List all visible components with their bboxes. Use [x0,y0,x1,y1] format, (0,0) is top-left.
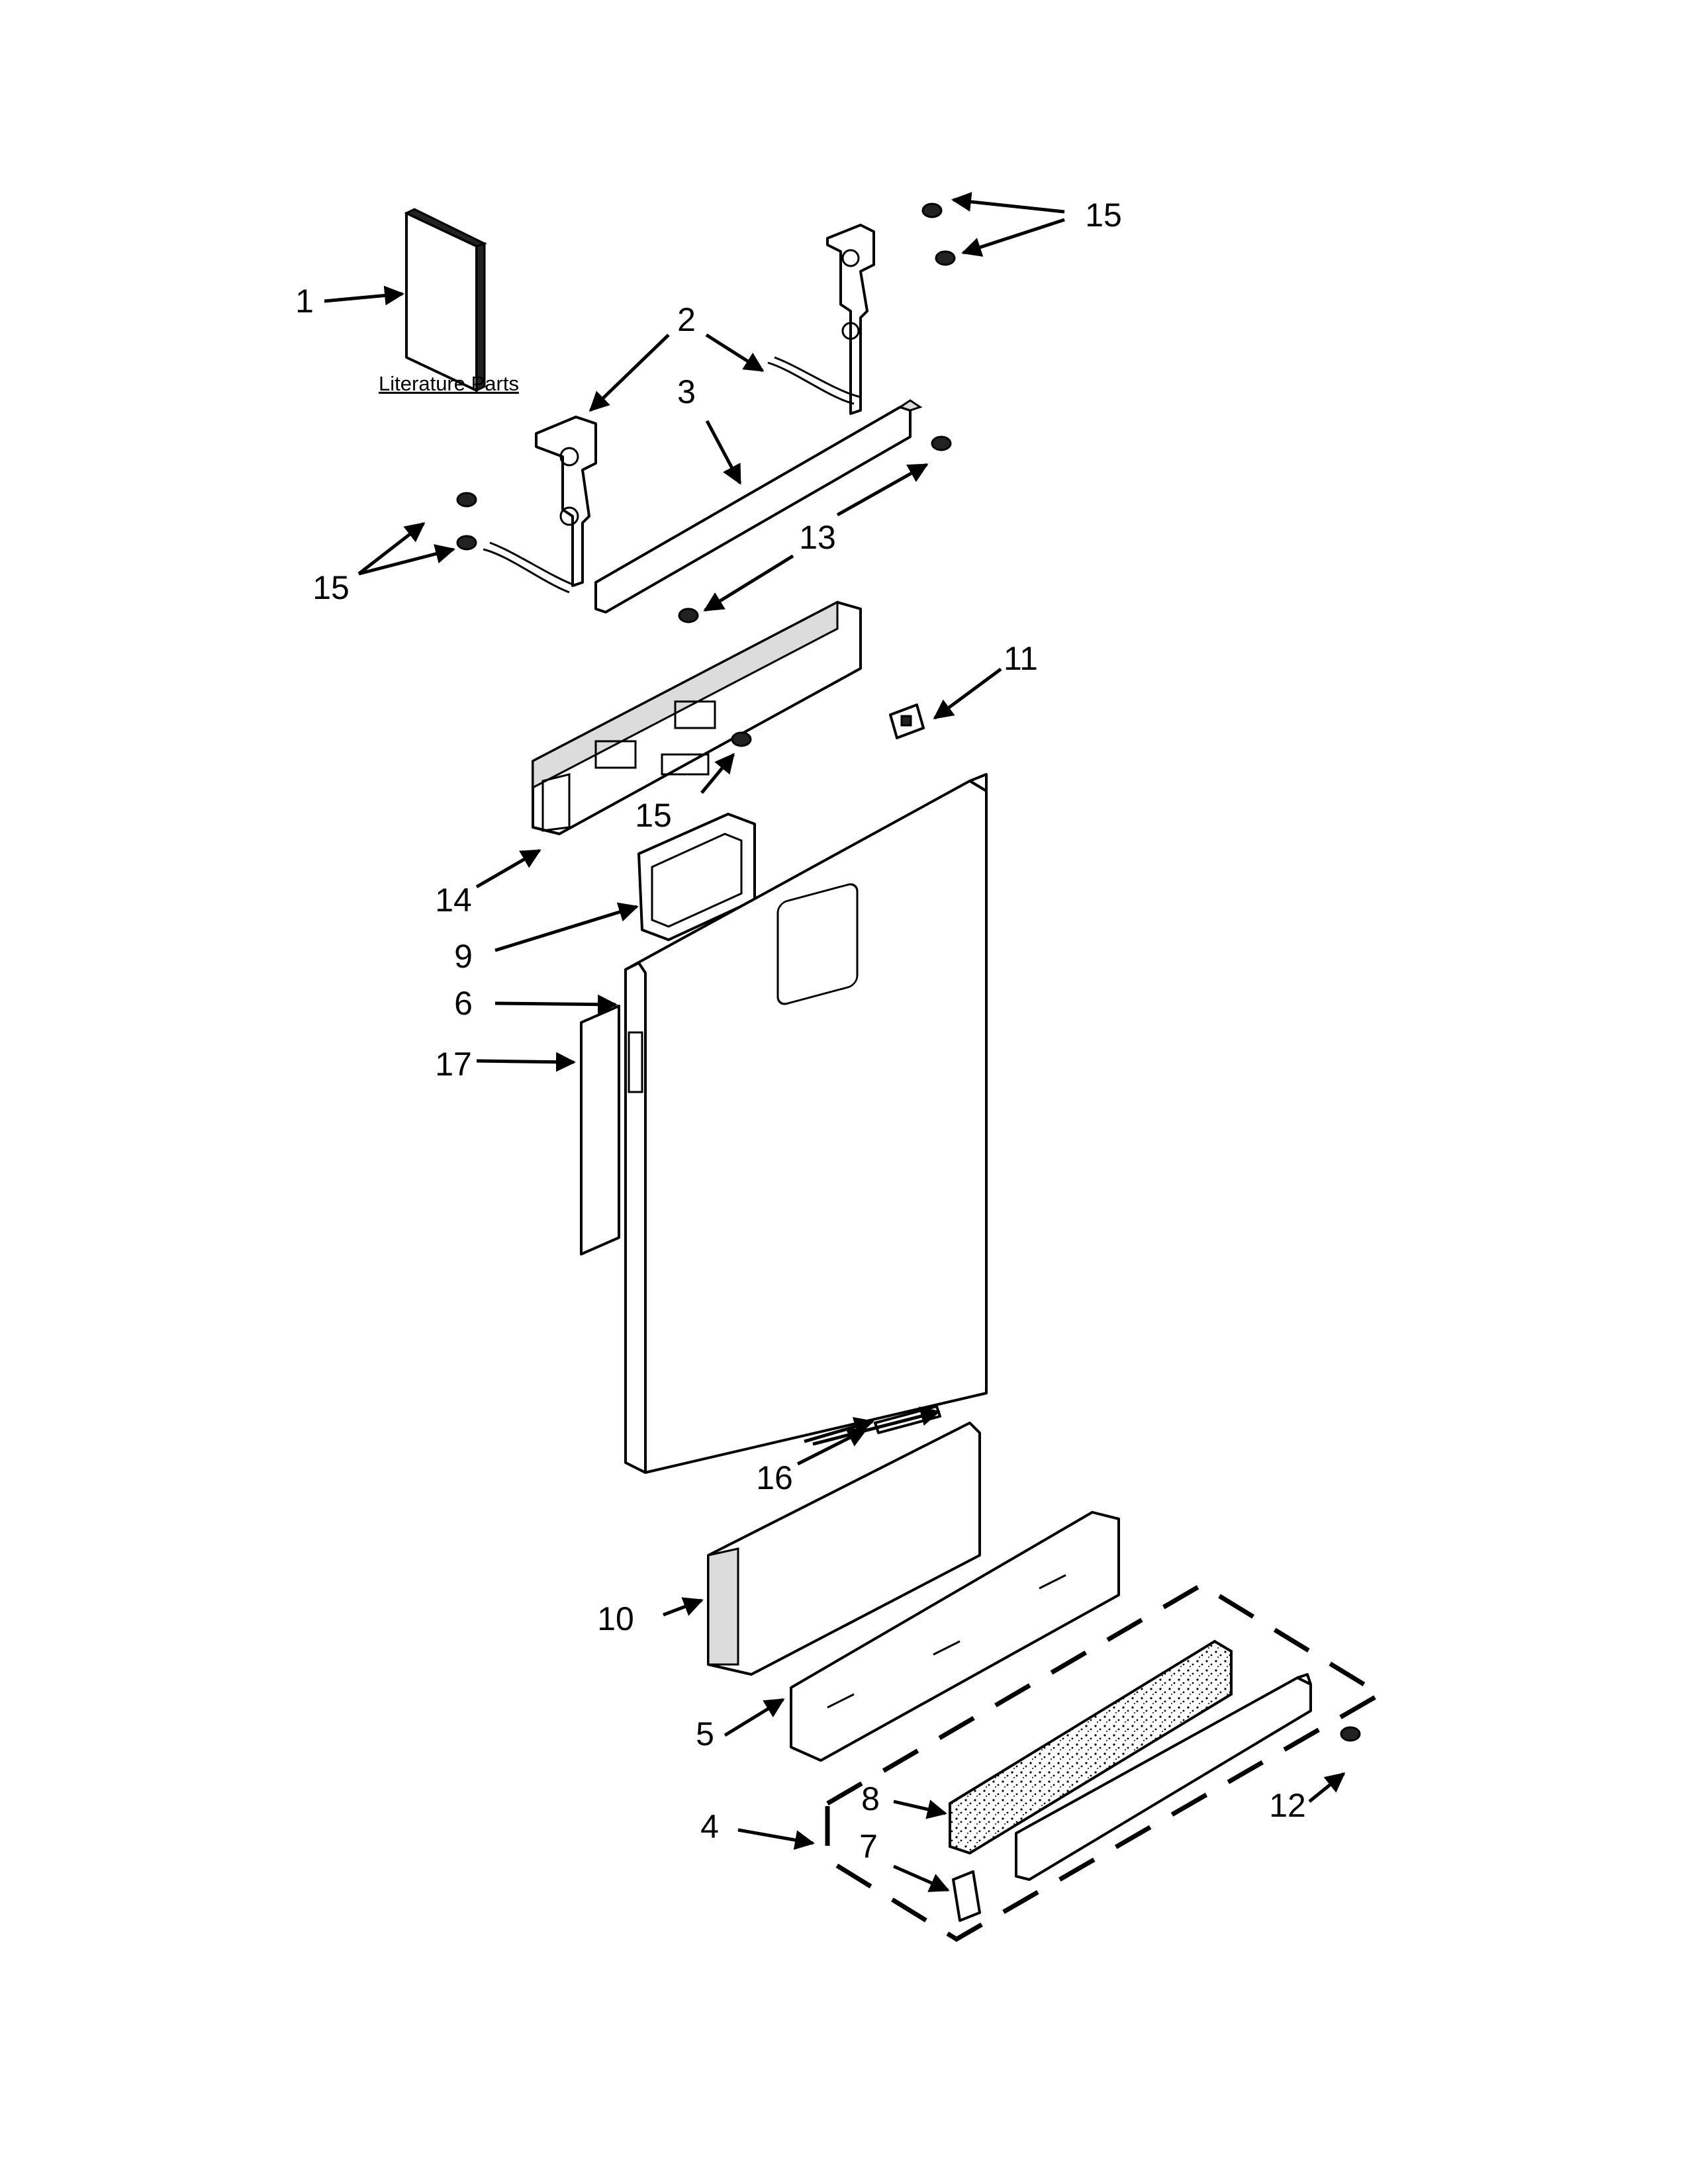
kickplate-clip-part [952,1870,981,1922]
assembly-outline [825,1582,1385,1942]
callout-2: 2 [677,301,696,338]
door-handle-part [637,813,756,941]
callout-5: 5 [696,1715,714,1752]
latch-console-part [532,600,862,835]
callout-7: 7 [859,1828,878,1865]
vent-grille [628,1031,643,1093]
callout-11: 11 [1004,640,1038,677]
foam-block-part [949,1639,1233,1855]
literature-booklet-part [404,208,487,392]
callout-13: 13 [799,519,836,556]
toe-panel-insert-part [707,1422,981,1676]
callout-15-top: 15 [1085,197,1122,234]
callout-15-left: 15 [312,569,350,606]
callout-8: 8 [861,1780,880,1817]
callout-15-middle: 15 [635,797,672,834]
callout-6: 6 [454,985,473,1022]
callout-4: 4 [700,1808,719,1845]
door-gasket-part [580,1005,620,1255]
hinge-bracket-left-part [483,416,597,594]
leader-lines [324,191,1346,1892]
clip-part [889,704,925,739]
toe-bracket-part [790,1511,1120,1762]
callout-17: 17 [435,1046,472,1083]
callout-1: 1 [295,283,314,320]
bracket-bar-part [594,399,923,614]
callout-12: 12 [1269,1787,1306,1824]
hinge-bracket-right-part [767,224,875,415]
callout-14: 14 [435,882,472,919]
callout-9: 9 [454,938,473,975]
literature-parts-caption: Literature Parts [379,372,519,395]
callout-3: 3 [677,373,696,410]
kickplate-part [1015,1673,1312,1881]
callout-10: 10 [597,1600,634,1637]
callout-16: 16 [756,1459,793,1496]
screws [456,203,1361,1742]
